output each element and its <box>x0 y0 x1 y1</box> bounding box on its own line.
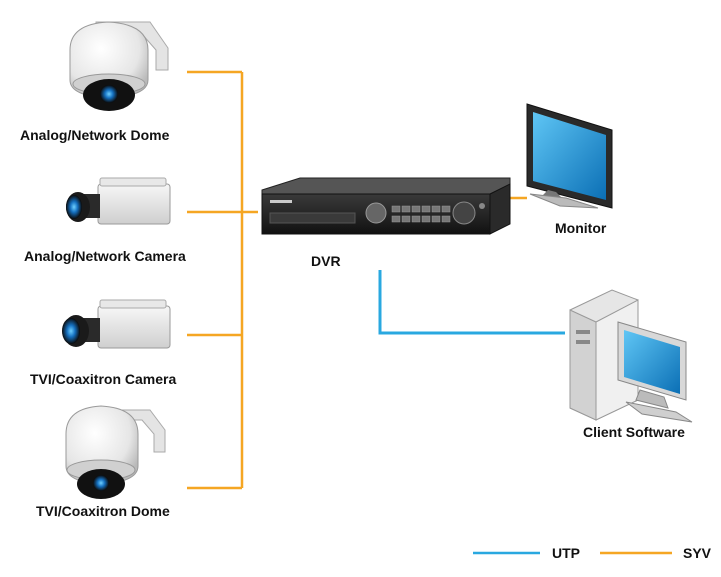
syv-cables <box>187 70 527 490</box>
dvr-label: DVR <box>311 253 341 269</box>
box-camera-icon <box>66 177 171 225</box>
desktop-computer-icon <box>569 289 693 423</box>
monitor-label: Monitor <box>555 220 607 236</box>
legend-syv-label: SYV <box>683 545 712 561</box>
camera-label: Analog/Network Camera <box>24 248 186 264</box>
dome-camera-icon <box>65 405 166 499</box>
box-camera-icon <box>62 299 171 349</box>
client-software-label: Client Software <box>583 424 685 440</box>
monitor-icon <box>526 103 613 209</box>
dome-label: TVI/Coaxitron Dome <box>36 503 170 519</box>
camera-label: TVI/Coaxitron Camera <box>30 371 177 387</box>
dvr-recorder-icon <box>261 177 511 235</box>
dome-label: Analog/Network Dome <box>20 127 170 143</box>
dome-camera-icon <box>69 21 169 111</box>
utp-cable <box>378 270 565 335</box>
legend-utp-label: UTP <box>552 545 580 561</box>
